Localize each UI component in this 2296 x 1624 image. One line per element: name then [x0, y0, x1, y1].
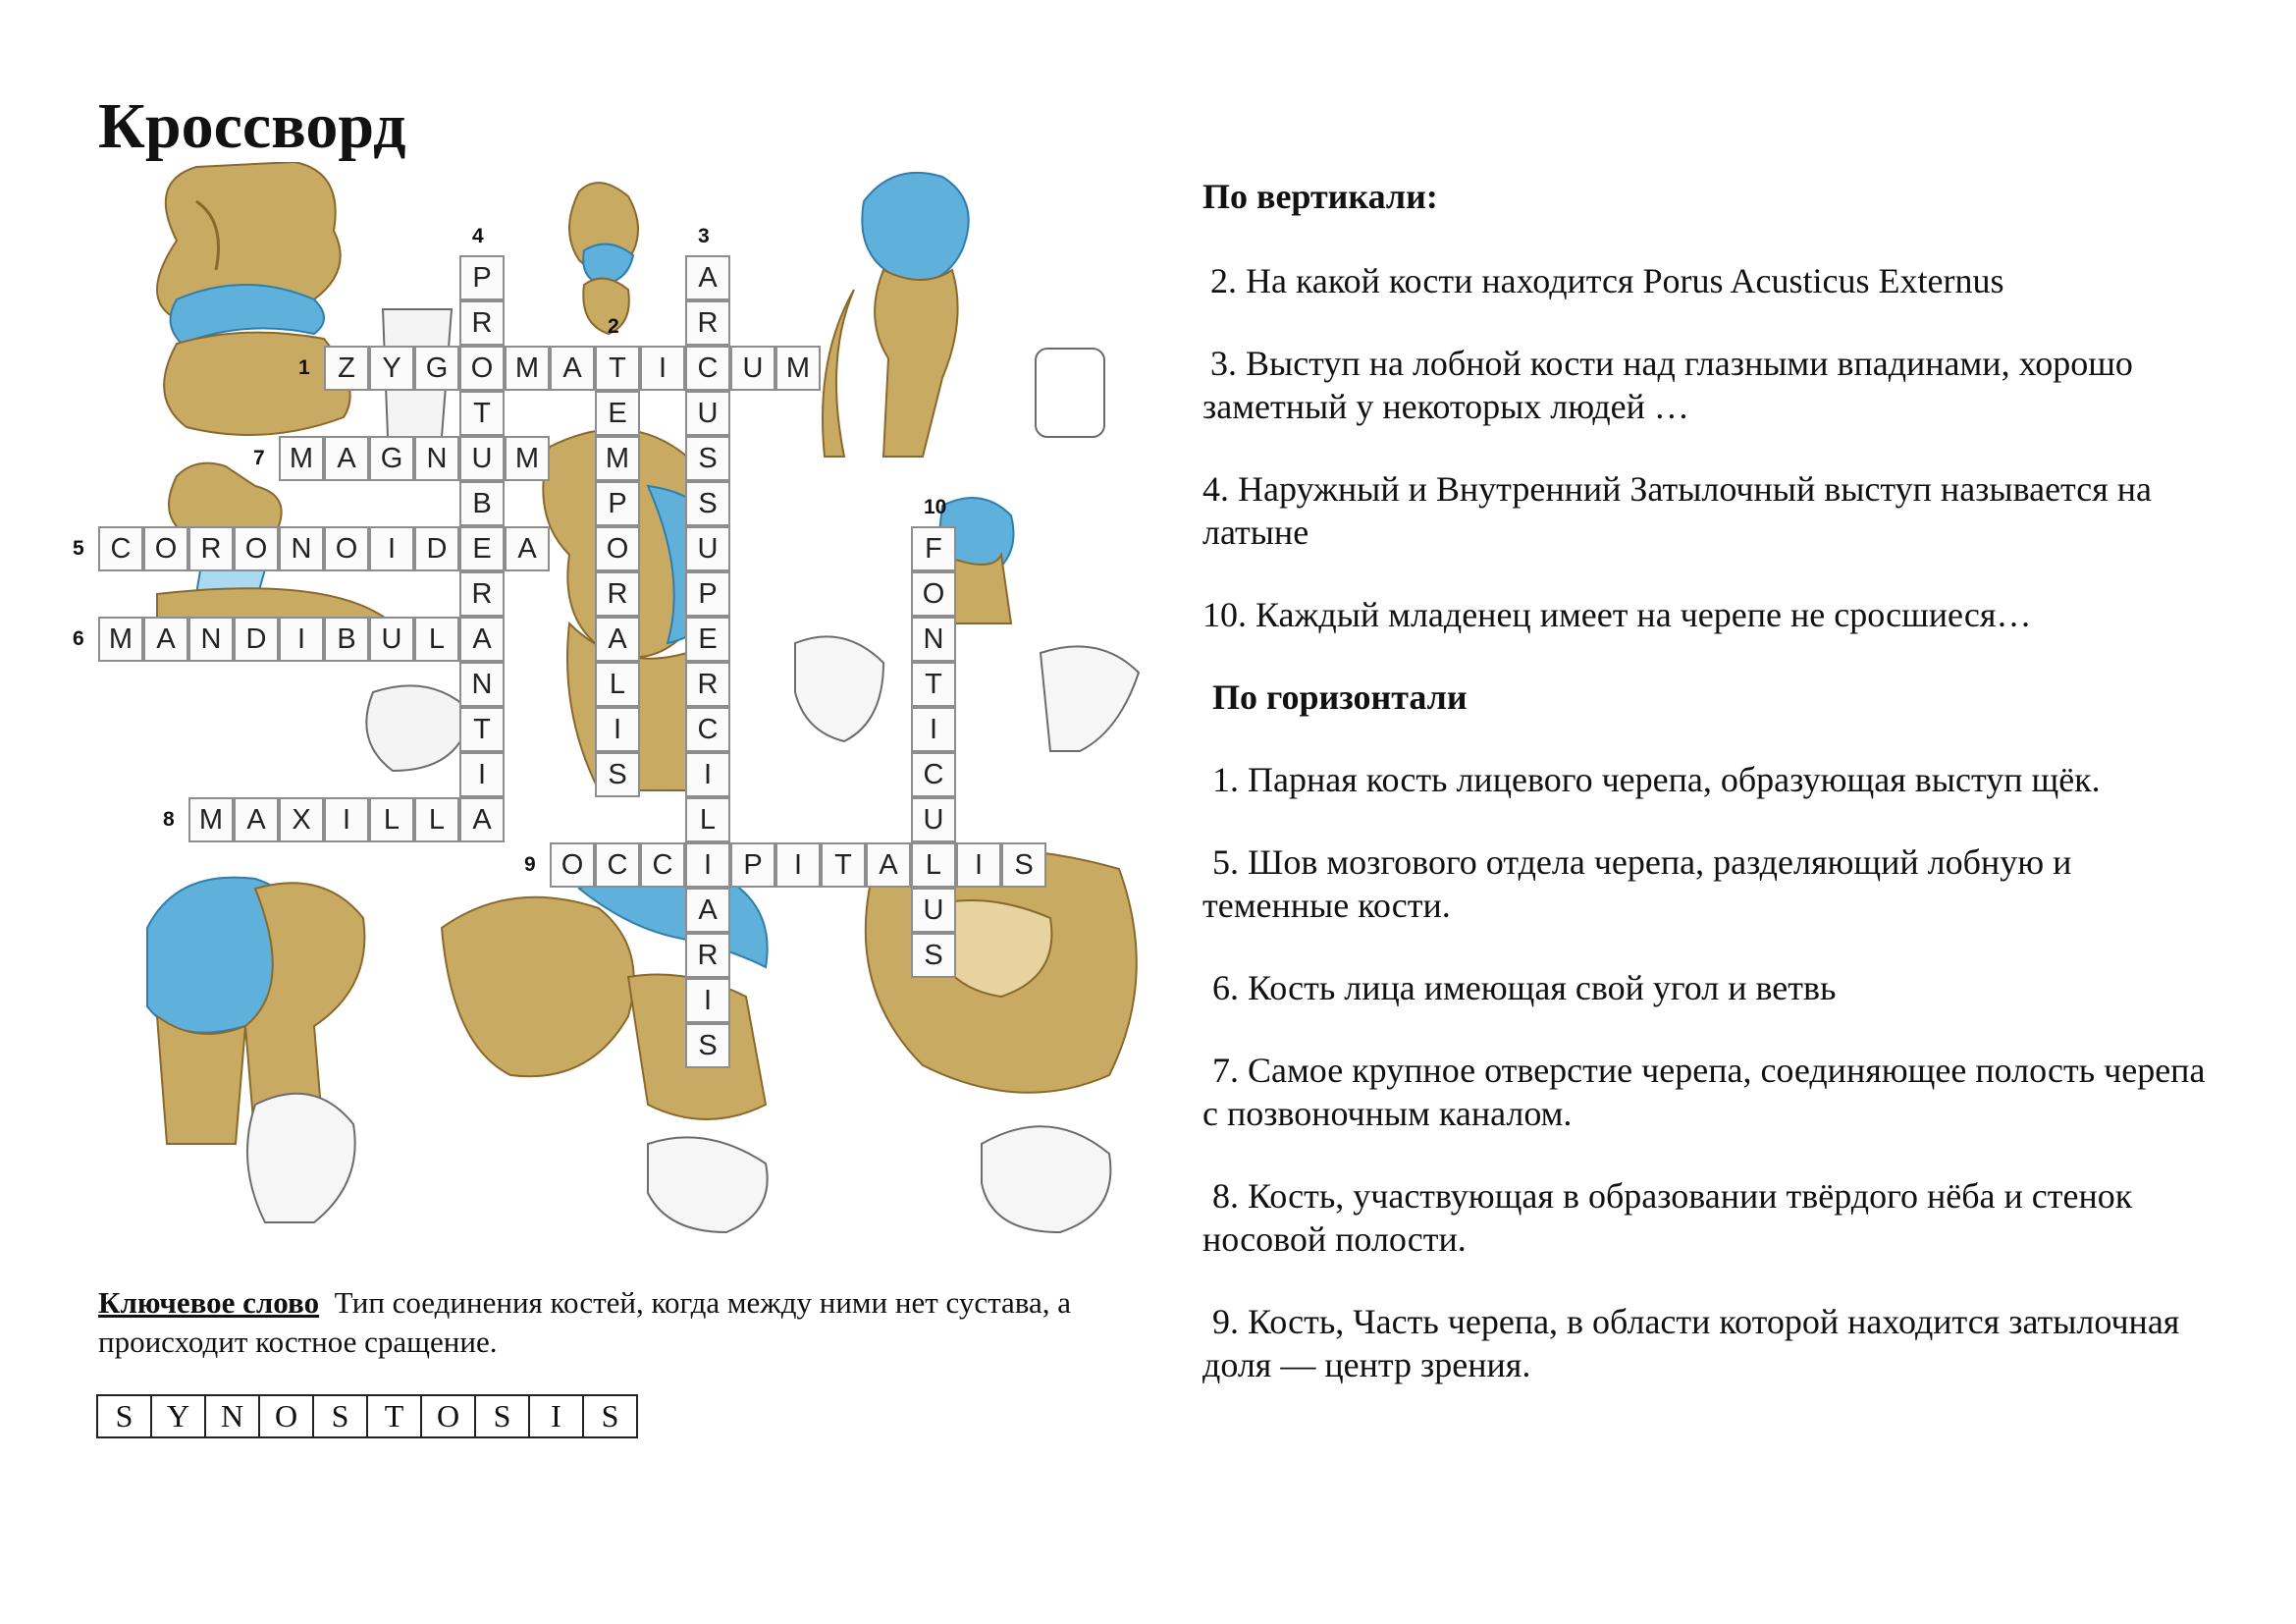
horizontal-clue: 7. Самое крупное отверстие черепа, соеди… [1202, 1051, 2206, 1133]
keyword-cell[interactable]: O [258, 1394, 314, 1438]
vertical-clue: 4. Наружный и Внутренний Затылочный выст… [1202, 469, 2153, 552]
elbow-sketch-image [246, 1092, 769, 1234]
knuckle-joint-image [568, 182, 639, 336]
keyword-description: Тип соединения костей, когда между ними … [98, 1285, 1072, 1359]
keyword-label: Ключевое слово [98, 1285, 320, 1320]
horizontal-clue: 8. Кость, участвующая в образовании твёр… [1202, 1176, 2133, 1259]
hip-joint-image [822, 171, 1105, 458]
keyword-cell[interactable]: I [528, 1394, 584, 1438]
vertical-clue: 2. На какой кости находится Porus Acusti… [1210, 261, 2004, 300]
hand-bones-image [156, 587, 473, 773]
horizontal-clue: 1. Парная кость лицевого черепа, образую… [1212, 760, 2101, 799]
shoulder-joint-image [146, 876, 366, 1145]
keyword-cell[interactable]: N [204, 1394, 260, 1438]
keyword-cell[interactable]: S [582, 1394, 638, 1438]
femur-head-image [440, 865, 769, 1120]
keyword-cell[interactable]: O [420, 1394, 476, 1438]
horizontal-clue: 5. Шов мозгового отдела черепа, разделяю… [1202, 842, 2072, 925]
horizontal-clue: 9. Кость, Часть черепа, в области которо… [1202, 1302, 2180, 1384]
keyword-cell[interactable]: S [312, 1394, 368, 1438]
pelvis-image [864, 848, 1138, 1234]
keyword-cell[interactable]: S [474, 1394, 530, 1438]
wrist-sketch-image [794, 497, 1141, 752]
horizontal-clues-heading: По горизонтали [1212, 677, 1468, 717]
keyword-cell[interactable]: S [96, 1394, 152, 1438]
clue-number-5: 5 [73, 537, 84, 560]
keyword-cell[interactable]: Y [150, 1394, 206, 1438]
anatomy-illustration [146, 162, 1141, 1234]
knee-joint-image [542, 428, 728, 791]
ankle-joint-image [156, 162, 351, 436]
page-title: Кроссворд [98, 90, 406, 162]
vertical-clue: 3. Выступ на лобной кости над глазными в… [1202, 344, 2133, 426]
clues-panel: По вертикали: 2. На какой кости находитс… [1202, 175, 2223, 1386]
keyword-cell[interactable]: T [366, 1394, 422, 1438]
keyword-block: Ключевое слово Тип соединения костей, ко… [98, 1283, 1080, 1362]
vertical-clues-heading: По вертикали: [1202, 177, 1438, 216]
vertical-clue: 10. Каждый младенец имеет на черепе не с… [1202, 595, 2032, 634]
clue-number-6: 6 [73, 627, 84, 650]
horizontal-clue: 6. Кость лица имеющая свой угол и ветвь [1212, 968, 1837, 1007]
